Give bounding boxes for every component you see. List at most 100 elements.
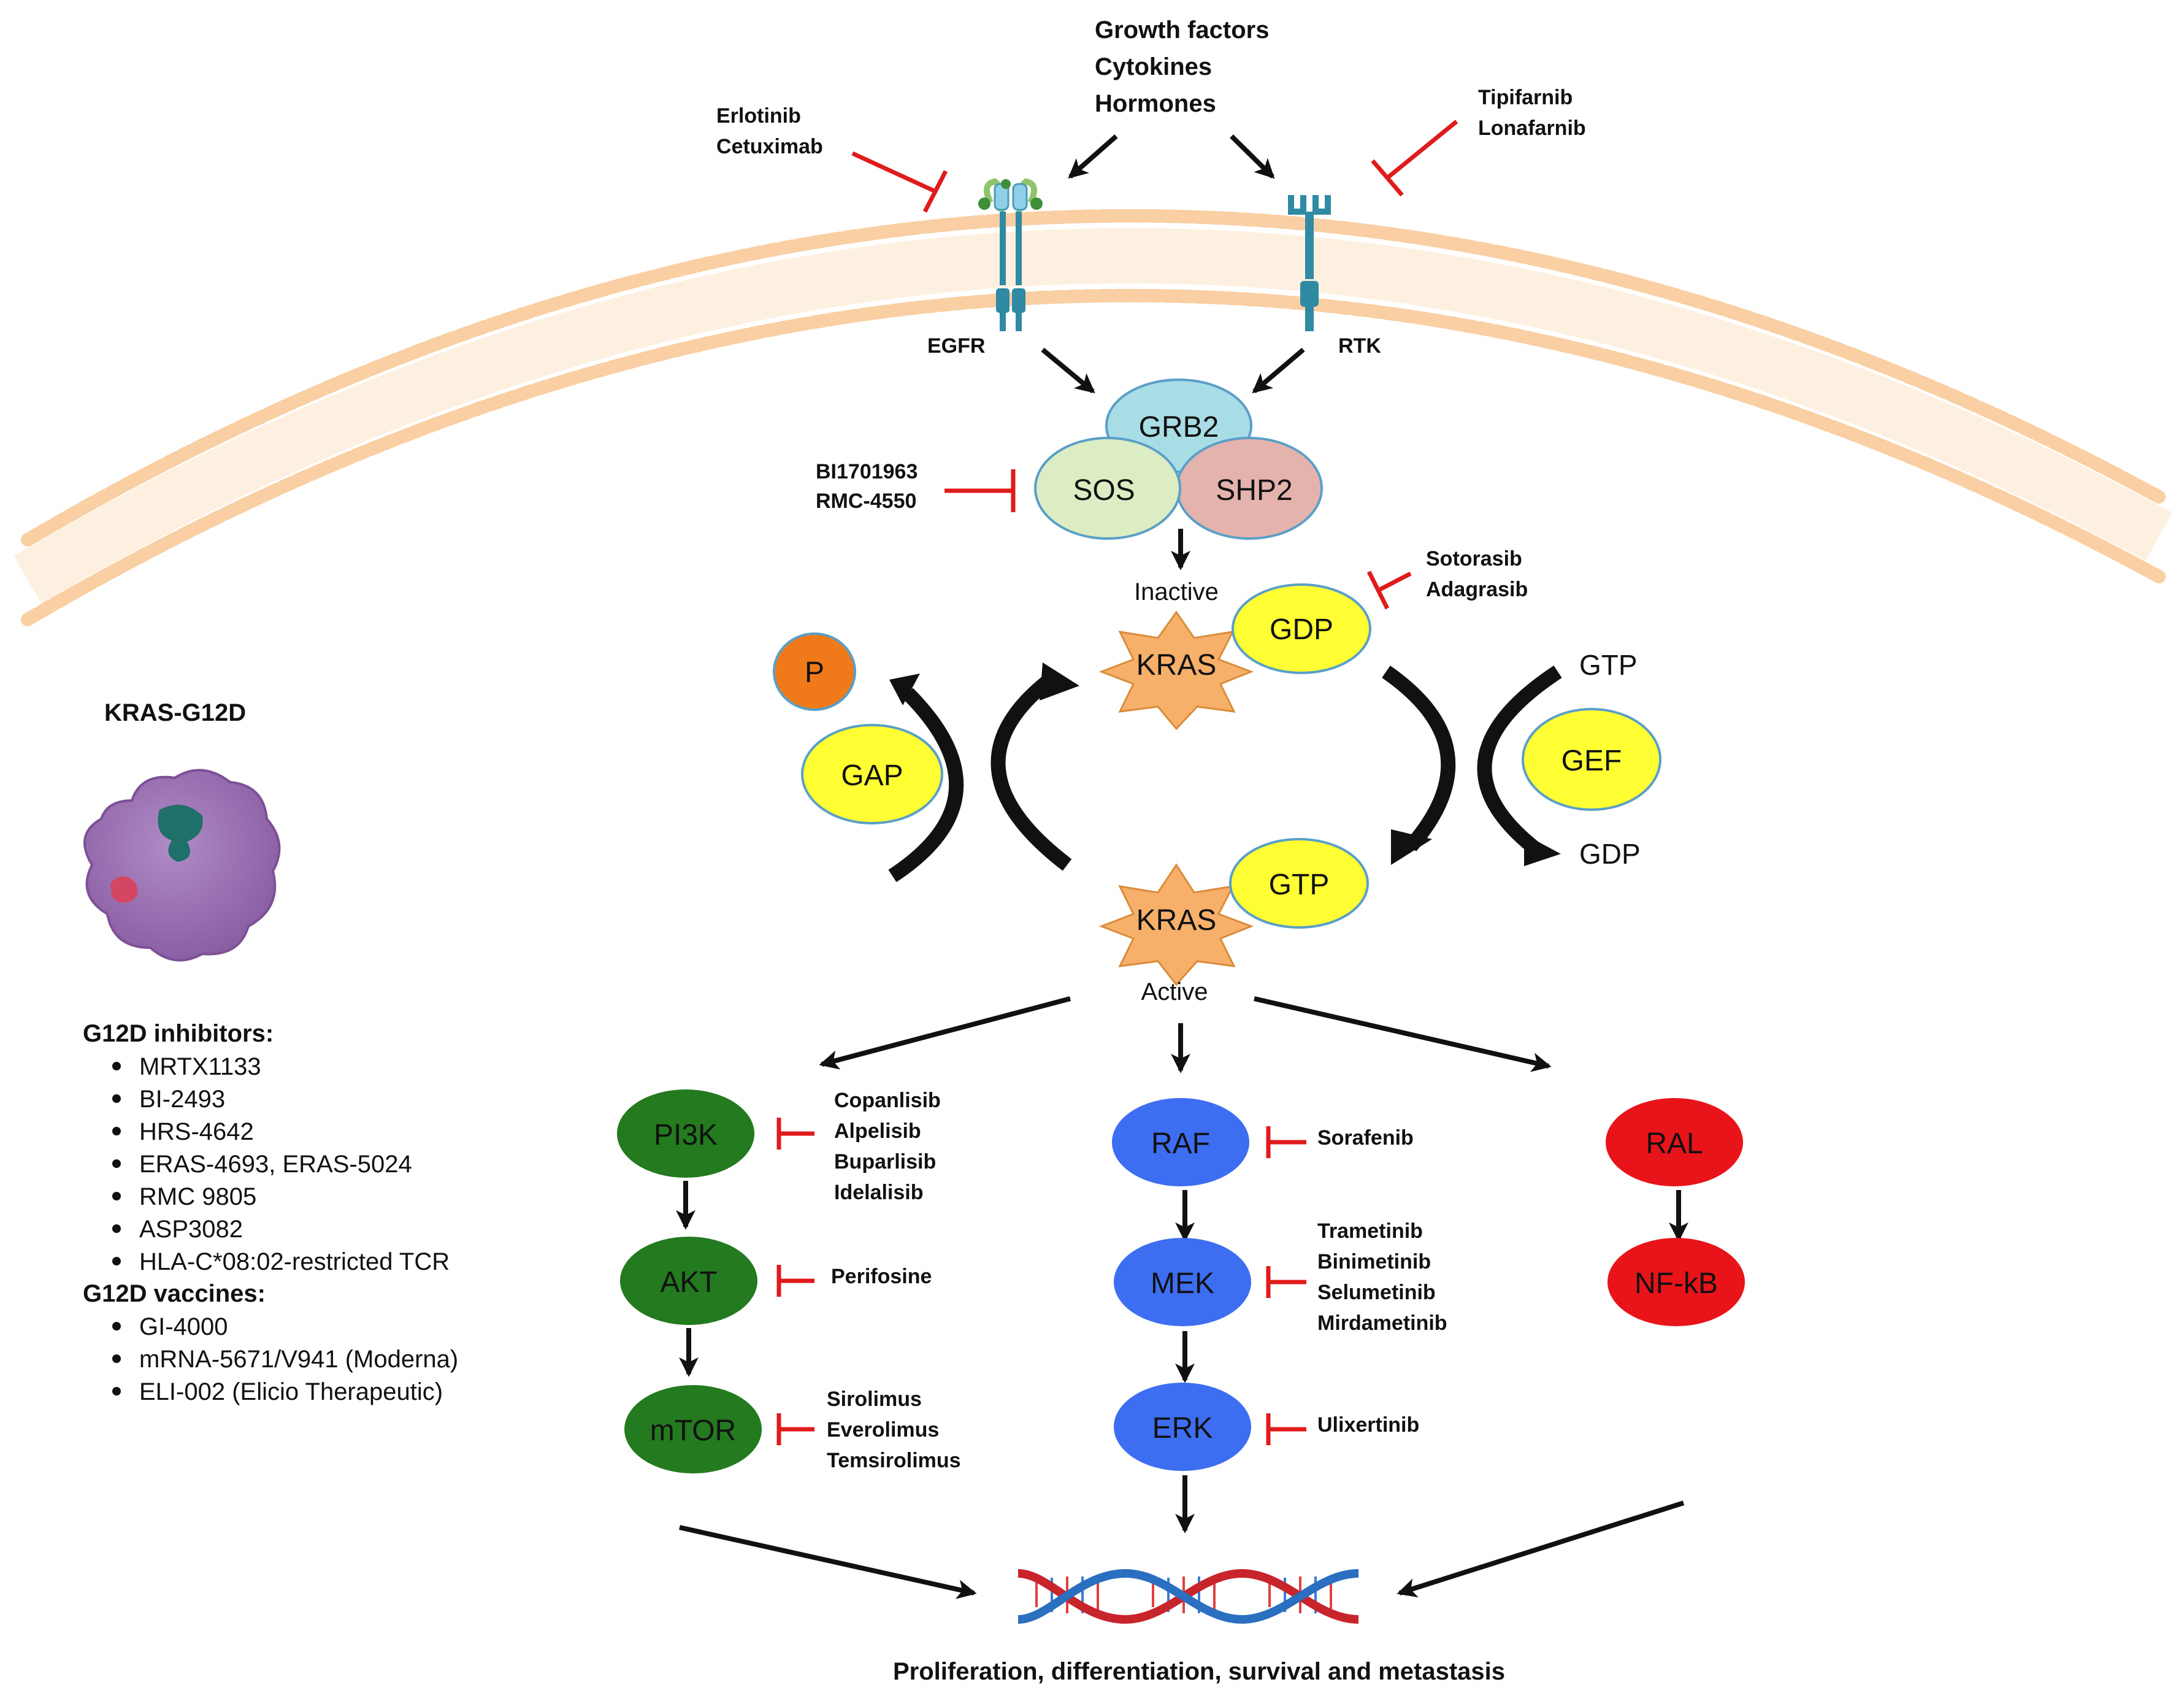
gtp-input-label: GTP [1579, 649, 1638, 681]
arrow-egfr-to-complex [1041, 347, 1095, 394]
shp2-label: SHP2 [1216, 474, 1292, 507]
rtk-drug-list: Tipifarnib Lonafarnib [1478, 86, 1586, 140]
erk-label: ERK [1152, 1412, 1213, 1445]
egfr-drug-list: Erlotinib Cetuximab [716, 104, 823, 158]
drug-temsirolimus: Temsirolimus [827, 1449, 961, 1472]
drug-tipifarnib: Tipifarnib [1478, 86, 1573, 109]
vaccine-item: GI-4000 [139, 1313, 228, 1340]
drug-sorafenib: Sorafenib [1317, 1126, 1414, 1150]
mek-node: MEK [1114, 1238, 1251, 1326]
akt-inhibition-marker [776, 1265, 814, 1297]
source-hormones: Hormones [1095, 90, 1216, 117]
egfr-label: EGFR [927, 334, 985, 358]
akt-node: AKT [620, 1237, 757, 1325]
grb2-label: GRB2 [1139, 411, 1219, 443]
raf-node: RAF [1112, 1098, 1249, 1186]
gef-cycle-arrows [1382, 665, 1562, 866]
akt-label: AKT [660, 1266, 717, 1299]
drug-trametinib: Trametinib [1317, 1219, 1423, 1243]
drug-ulixertinib: Ulixertinib [1317, 1413, 1419, 1437]
gtp-label: GTP [1269, 869, 1330, 901]
g12d-vaccines-section: G12D vaccines: GI-4000 mRNA-5671/V941 (M… [83, 1280, 458, 1405]
outcome-label: Proliferation, differentiation, survival… [893, 1658, 1505, 1685]
g12d-inhibitors-section: G12D inhibitors: MRTX1133 BI-2493 HRS-46… [83, 1020, 450, 1275]
mek-drug-list: Trametinib Binimetinib Selumetinib Mirda… [1317, 1219, 1447, 1335]
inhibitor-item: RMC 9805 [139, 1183, 256, 1210]
drug-perifosine: Perifosine [831, 1265, 932, 1288]
inhibitor-item: HRS-4642 [139, 1118, 254, 1145]
vaccine-item: mRNA-5671/V941 (Moderna) [139, 1346, 458, 1373]
drug-idelalisib: Idelalisib [834, 1181, 924, 1204]
inhibitor-item: ERAS-4693, ERAS-5024 [139, 1151, 412, 1178]
g12d-inhibitors-heading: G12D inhibitors: [83, 1020, 274, 1047]
nfkb-label: NF-kB [1634, 1267, 1718, 1300]
phosphate-node: P [773, 632, 856, 711]
sos-label: SOS [1073, 474, 1135, 507]
complex-drug-list: BI1701963 RMC-4550 [816, 460, 918, 513]
drug-cetuximab: Cetuximab [716, 135, 823, 158]
mtor-node: mTOR [624, 1385, 762, 1473]
nfkb-node: NF-kB [1607, 1238, 1745, 1326]
active-label: Active [1141, 978, 1208, 1005]
g12d-vaccines-list: GI-4000 mRNA-5671/V941 (Moderna) ELI-002… [112, 1313, 458, 1405]
mtor-drug-list: Sirolimus Everolimus Temsirolimus [827, 1388, 961, 1472]
egfr-inhibition-marker [851, 151, 948, 213]
gap-node: GAP [801, 724, 943, 824]
vaccine-item: ELI-002 (Elicio Therapeutic) [139, 1378, 443, 1405]
arrow-pi3k-branch-to-outcome [679, 1525, 977, 1599]
inactive-label: Inactive [1134, 578, 1219, 605]
kras-inhibition-marker [1366, 570, 1412, 610]
drug-everolimus: Everolimus [827, 1418, 939, 1442]
arrow-kras-to-ral [1254, 996, 1552, 1072]
gtp-node: GTP [1229, 838, 1369, 929]
kras-inactive: KRAS [1098, 610, 1254, 731]
pi3k-inhibition-marker [776, 1118, 814, 1150]
kras-inactive-label: KRAS [1136, 649, 1217, 682]
drug-sotorasib: Sotorasib [1426, 547, 1522, 570]
raf-inhibition-marker [1266, 1126, 1306, 1158]
arrow-kras-to-pi3k [819, 996, 1071, 1070]
rtk-label: RTK [1338, 334, 1381, 358]
arrow-ral-branch-to-outcome [1397, 1500, 1685, 1598]
drug-copanlisib: Copanlisib [834, 1089, 941, 1112]
gef-label: GEF [1561, 745, 1622, 777]
mtor-inhibition-marker [776, 1413, 814, 1445]
erk-inhibition-marker [1266, 1413, 1306, 1445]
arrow-to-rtk [1230, 134, 1275, 179]
source-growth-factors: Growth factors [1095, 17, 1269, 44]
inhibitor-item: ASP3082 [139, 1216, 243, 1243]
ral-label: RAL [1646, 1127, 1703, 1160]
phosphate-label: P [805, 656, 824, 689]
pi3k-label: PI3K [654, 1119, 718, 1151]
gdp-node: GDP [1232, 583, 1371, 674]
drug-selumetinib: Selumetinib [1317, 1281, 1436, 1304]
pi3k-node: PI3K [617, 1089, 754, 1178]
arrow-to-egfr [1068, 134, 1118, 179]
kras-active-label: KRAS [1136, 904, 1217, 937]
cell-membrane [13, 209, 2172, 626]
kras-drug-list: Sotorasib Adagrasib [1426, 547, 1528, 601]
gef-node: GEF [1522, 708, 1661, 811]
drug-rmc-4550: RMC-4550 [816, 490, 916, 513]
drug-lonafarnib: Lonafarnib [1478, 117, 1586, 140]
mtor-label: mTOR [650, 1415, 736, 1447]
gdp-output-label: GDP [1579, 838, 1641, 870]
gdp-label: GDP [1270, 613, 1333, 646]
drug-mirdametinib: Mirdametinib [1317, 1311, 1447, 1335]
kras-active: KRAS [1098, 863, 1254, 986]
pi3k-drug-list: Copanlisib Alpelisib Buparlisib Idelalis… [834, 1089, 941, 1204]
drug-sirolimus: Sirolimus [827, 1388, 922, 1411]
left-panel-title: KRAS-G12D [104, 699, 246, 726]
shp2-node: SHP2 [1176, 437, 1323, 540]
mek-inhibition-marker [1266, 1266, 1306, 1298]
arrow-rtk-to-complex [1252, 347, 1305, 394]
sos-node: SOS [1034, 437, 1181, 540]
g12d-vaccines-heading: G12D vaccines: [83, 1280, 266, 1307]
g12d-inhibitors-list: MRTX1133 BI-2493 HRS-4642 ERAS-4693, ERA… [112, 1053, 450, 1275]
drug-adagrasib: Adagrasib [1426, 578, 1528, 601]
rtk-inhibition-marker [1371, 120, 1458, 197]
inhibitor-item: BI-2493 [139, 1086, 225, 1113]
raf-label: RAF [1151, 1127, 1210, 1160]
inhibitor-item: MRTX1133 [139, 1053, 261, 1080]
